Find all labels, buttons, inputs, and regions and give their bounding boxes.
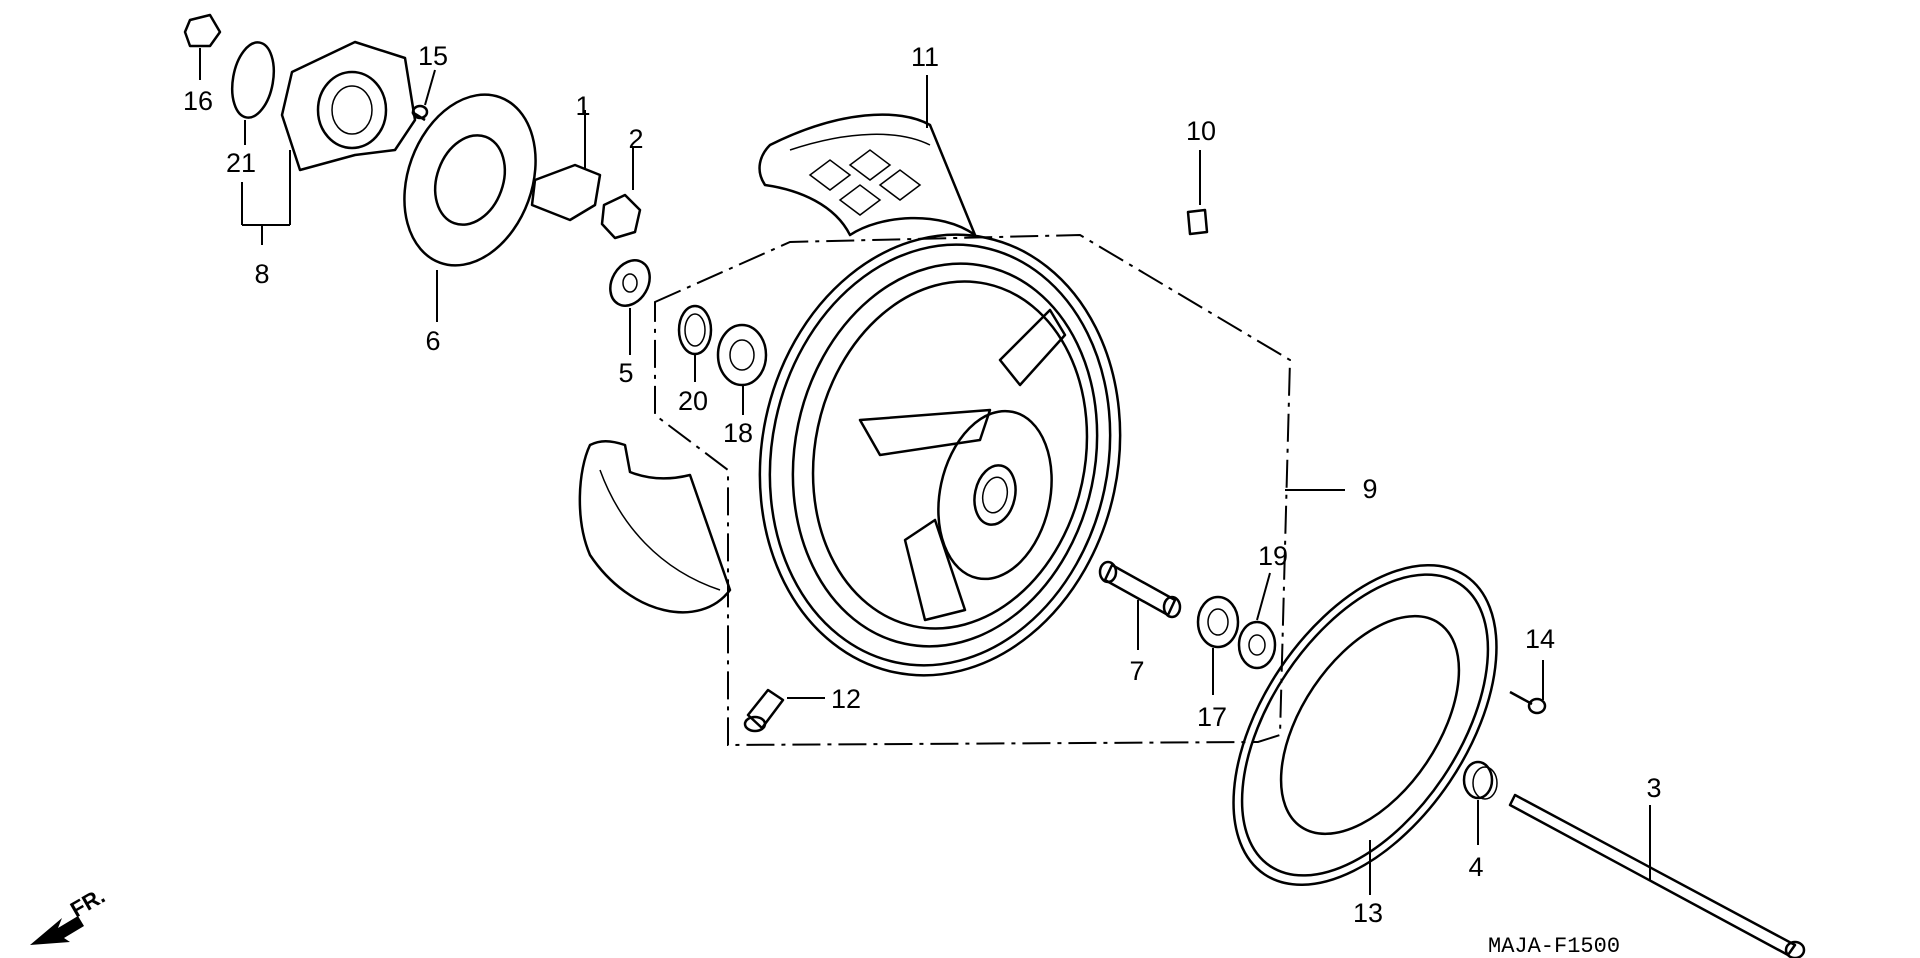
disk-bolt-part	[1509, 690, 1547, 715]
chain-adjuster-stopper-part	[530, 163, 602, 222]
callout-labels: 1 2 3 4 5 6 7 8 9 10 11 12 13 14 15 16 1…	[183, 41, 1662, 928]
brake-disk-part	[1232, 563, 1498, 887]
callout-7: 7	[1129, 656, 1144, 686]
drawing-code: MAJA-F1500	[1488, 934, 1620, 958]
callout-16: 16	[183, 86, 213, 116]
callout-4: 4	[1468, 852, 1483, 882]
flange-nut-16-part	[183, 13, 222, 48]
callout-5: 5	[618, 358, 633, 388]
wheel-rim-part	[758, 233, 1122, 677]
callout-6: 6	[425, 326, 440, 356]
callout-1: 1	[575, 91, 590, 121]
oil-seal-20-part	[677, 304, 713, 356]
callout-20: 20	[678, 386, 708, 416]
o-ring-21-part	[230, 41, 276, 119]
callout-13: 13	[1353, 898, 1383, 928]
bolt-15-part	[411, 104, 429, 122]
callout-11: 11	[911, 42, 939, 72]
front-direction-indicator: FR.	[30, 883, 109, 945]
washer-5-part	[609, 259, 651, 307]
rear-axle-part	[1508, 793, 1806, 958]
callout-19: 19	[1258, 541, 1288, 571]
callout-8: 8	[254, 259, 269, 289]
leader-lines	[199, 48, 1651, 895]
bearing-18-part	[716, 323, 768, 387]
tire-part	[578, 113, 977, 614]
final-driven-flange-part	[280, 40, 417, 172]
callout-17: 17	[1197, 702, 1227, 732]
bearing-17-part	[1196, 595, 1240, 649]
valve-stem-part	[743, 688, 785, 733]
wheel-assembly-boundary	[654, 233, 1292, 747]
front-arrow-icon	[30, 916, 84, 945]
balance-weight-part	[1186, 208, 1209, 236]
callout-12: 12	[831, 684, 861, 714]
callout-9: 9	[1362, 474, 1377, 504]
axle-nut-2-part	[600, 193, 642, 240]
side-collar-part	[1462, 760, 1498, 800]
callout-21: 21	[226, 148, 256, 178]
callout-3: 3	[1646, 773, 1661, 803]
callout-2: 2	[628, 124, 643, 154]
callout-15: 15	[418, 41, 448, 71]
callout-10: 10	[1186, 116, 1216, 146]
oil-seal-19-part	[1237, 620, 1277, 670]
front-direction-label: FR.	[66, 883, 109, 922]
driven-sprocket-part	[403, 93, 537, 267]
callout-14: 14	[1525, 624, 1555, 654]
callout-18: 18	[723, 418, 753, 448]
axle-collar-part	[1098, 560, 1182, 619]
